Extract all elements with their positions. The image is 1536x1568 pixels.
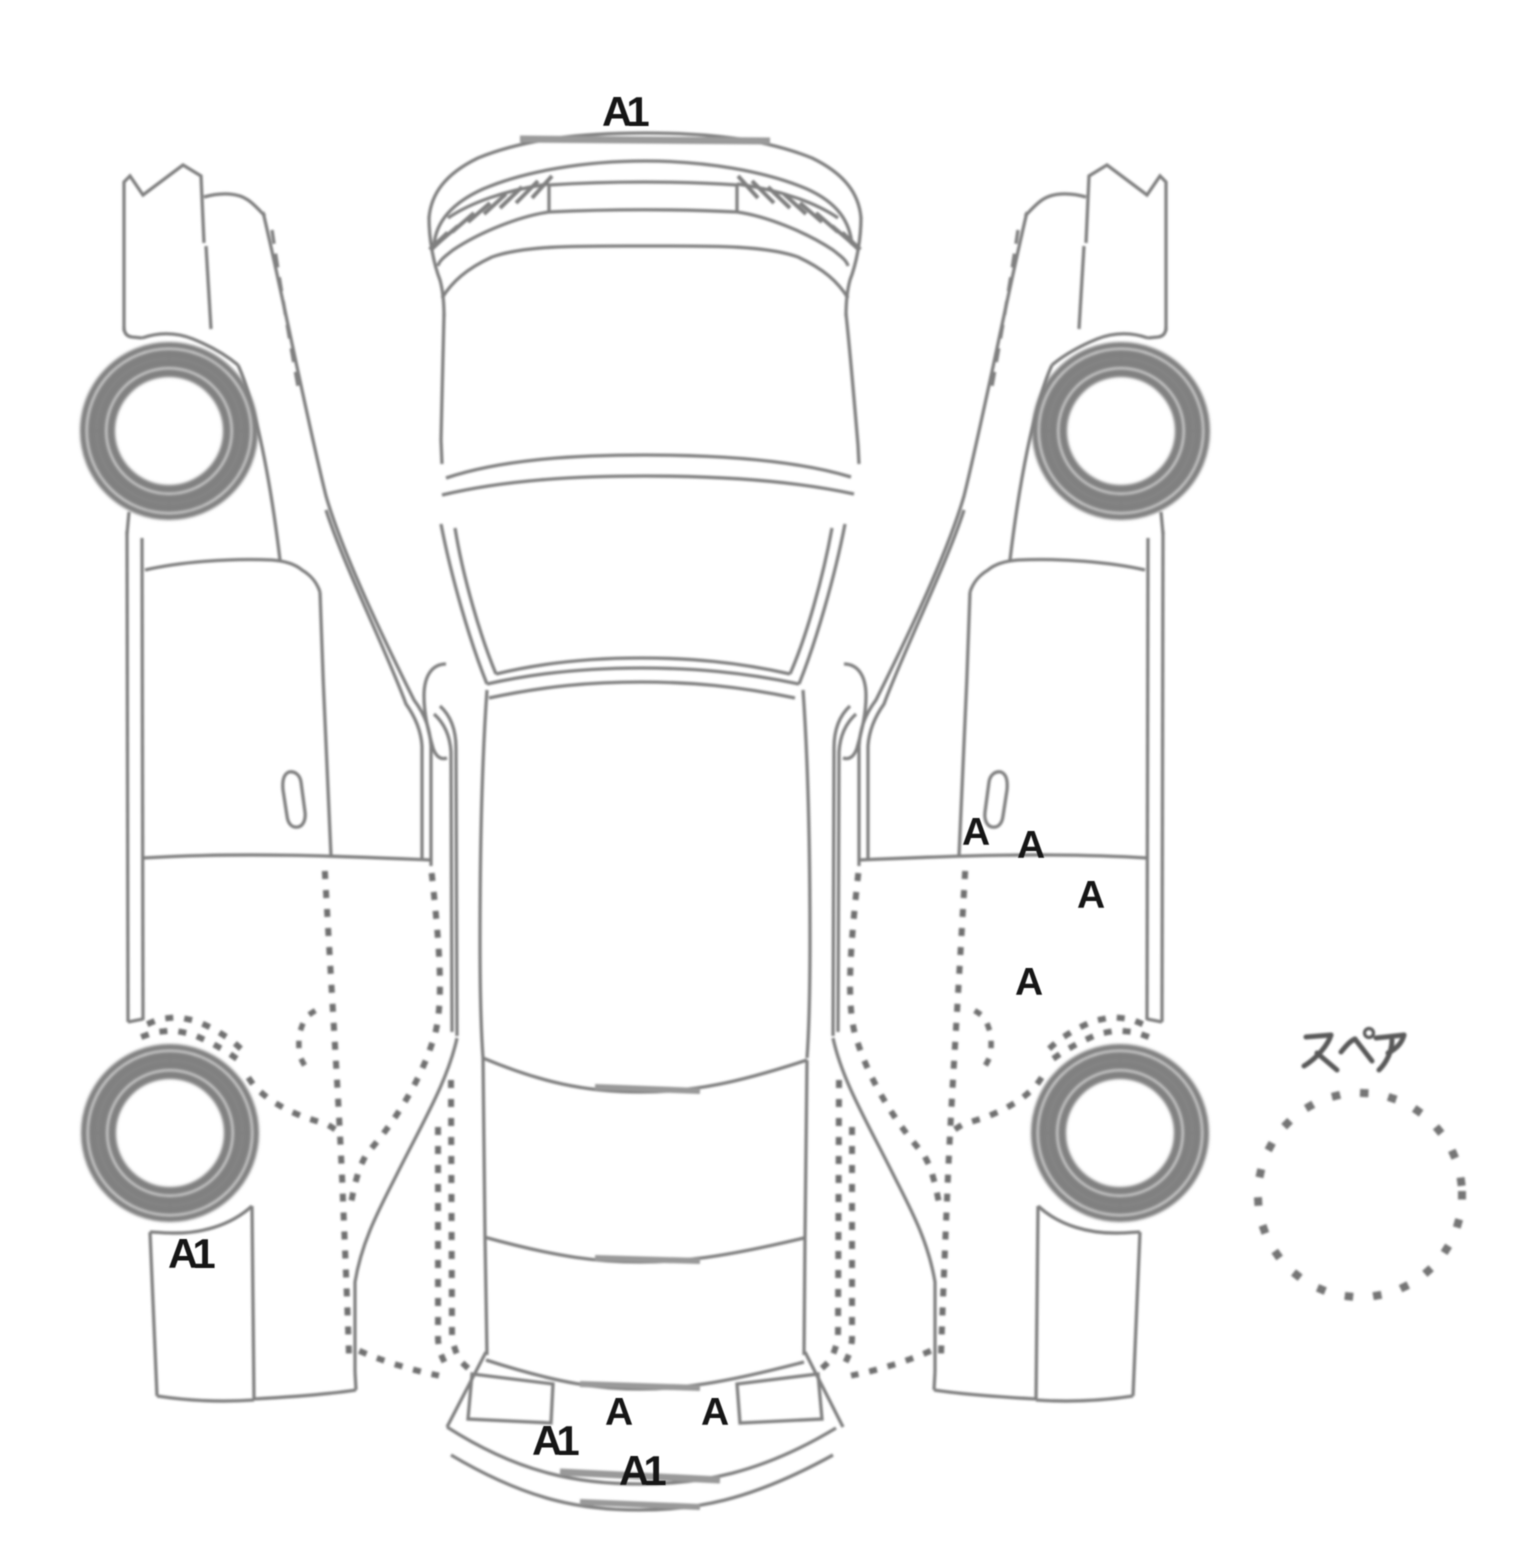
svg-text:A: A <box>962 811 990 854</box>
svg-text:A1: A1 <box>532 1417 579 1464</box>
svg-text:A: A <box>605 1391 633 1434</box>
svg-text:A: A <box>1017 824 1045 867</box>
svg-text:A: A <box>1015 961 1043 1004</box>
svg-text:A: A <box>701 1391 729 1434</box>
svg-text:A1: A1 <box>602 88 649 135</box>
svg-text:A: A <box>1077 874 1105 917</box>
svg-text:A1: A1 <box>168 1230 215 1277</box>
svg-text:A1: A1 <box>619 1447 666 1494</box>
